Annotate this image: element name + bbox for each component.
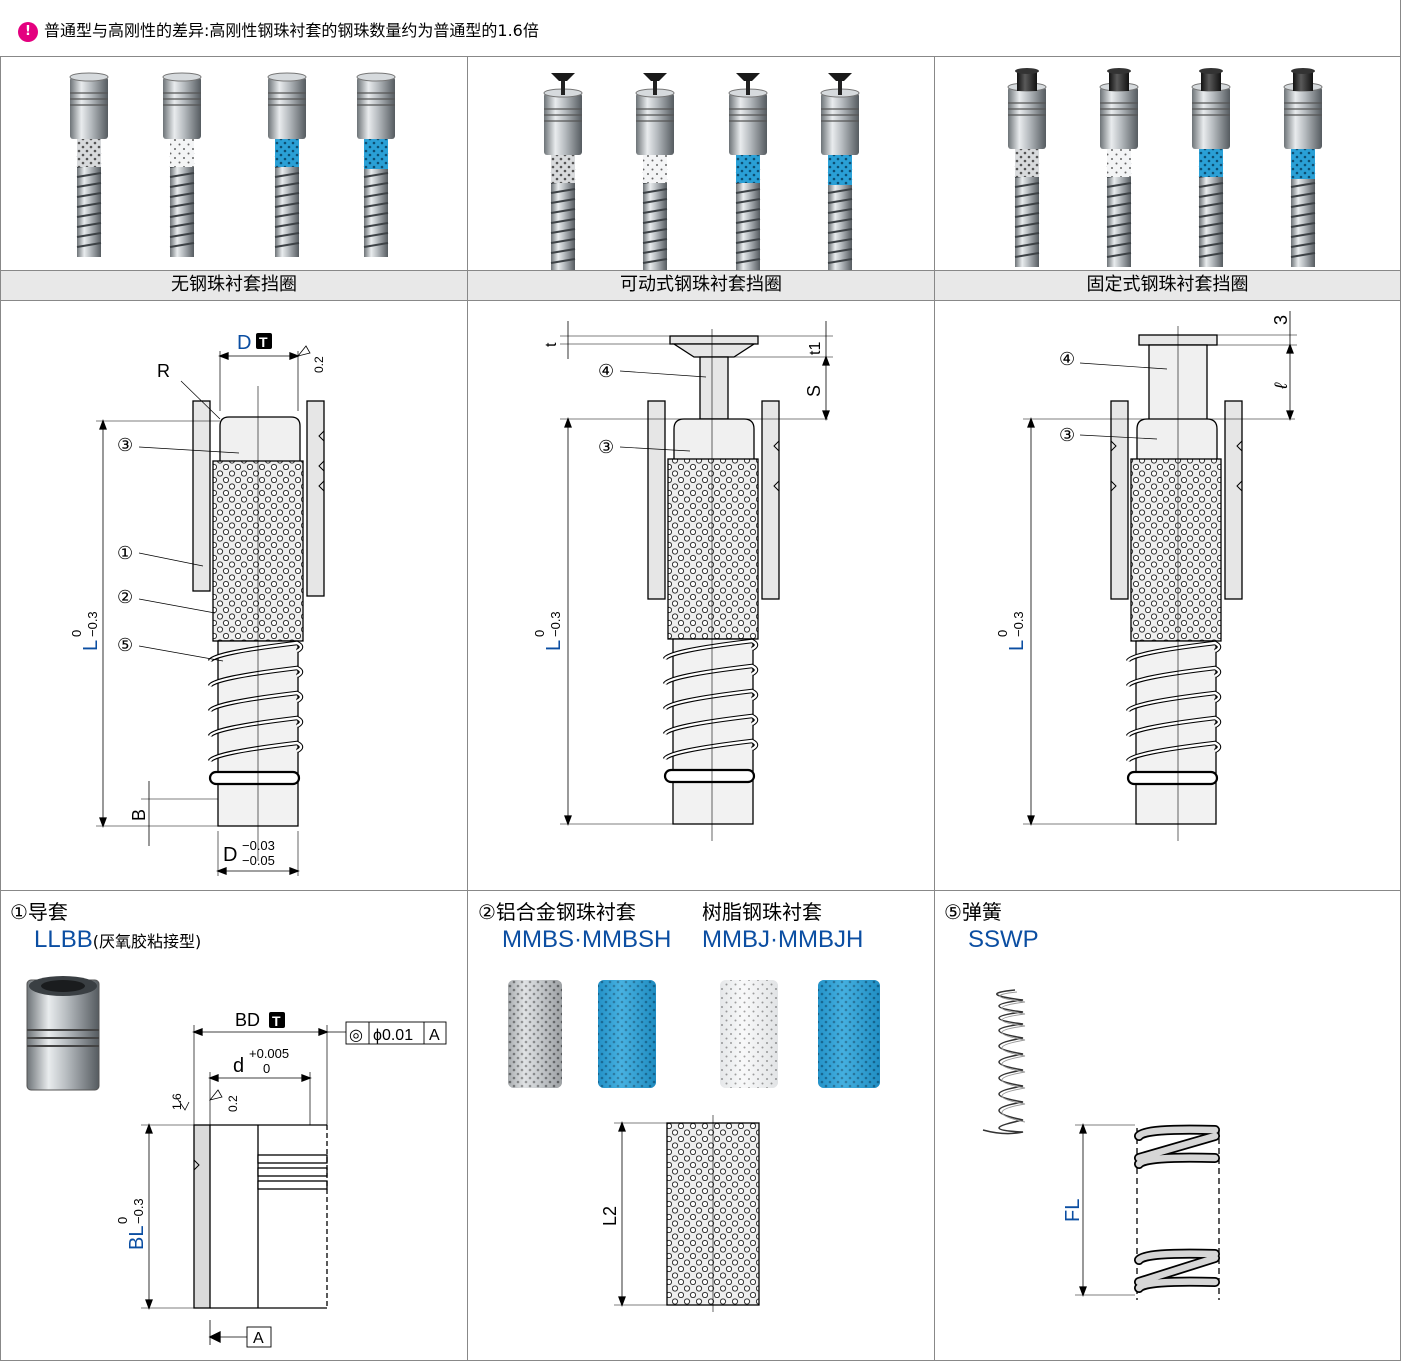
- dim-d-lower-tol: −0.05: [242, 853, 275, 868]
- roughness-value: 1.6: [170, 1093, 184, 1110]
- dim-ell: ℓ: [1271, 382, 1291, 390]
- dim-t: t: [543, 342, 560, 347]
- dim-l: L: [80, 640, 102, 651]
- callout-5: ⑤: [117, 635, 133, 655]
- dim-l: L: [543, 640, 565, 651]
- coaxiality-symbol: ◎: [349, 1027, 363, 1044]
- dim-d: D: [237, 332, 251, 354]
- dim-l-lower: −0.3: [85, 611, 100, 637]
- callout-3: ③: [1059, 425, 1075, 445]
- dim-fl: FL: [1062, 1199, 1084, 1222]
- drawing-movable-retainer: t t1 S ④ ③ L 0 −0.3: [532, 321, 833, 841]
- callout-3: ③: [117, 435, 133, 455]
- callout-4: ④: [598, 361, 614, 381]
- drawing-fixed-retainer: 3 ℓ ④ ③ L 0 −0.3: [995, 311, 1297, 841]
- datum-a: A: [429, 1027, 440, 1044]
- photo-aluminum-sleeve: [508, 980, 562, 1088]
- part-spring-label: ⑤弹簧: [944, 900, 1002, 924]
- dim-bl-upper: 0: [115, 1217, 130, 1224]
- dim-bl: BL: [126, 1226, 148, 1250]
- info-bulb-icon: !: [18, 22, 38, 42]
- part-guide-code-note: (厌氧胶粘接型): [92, 932, 202, 951]
- notice-bar: ! 普通型与高刚性的差异:高刚性钢珠衬套的钢珠数量约为普通型的1.6倍: [0, 0, 1401, 56]
- dim-s: S: [804, 385, 824, 397]
- dim-l-upper: 0: [532, 630, 547, 637]
- photo-spring: [982, 989, 1026, 1135]
- part-guide-code-text: LLBB: [34, 926, 93, 953]
- drawing-guide-bushing: BD T d +0.005 0 0.2 1.6 ◎ ϕ0.01 A A BL 0…: [26, 976, 447, 1348]
- dim-l-lower: −0.3: [548, 611, 563, 637]
- dim-l-upper: 0: [995, 630, 1010, 637]
- caption-movable-retainer: 可动式钢珠衬套挡圈: [620, 274, 782, 295]
- part-guide-label: ①导套: [10, 900, 68, 924]
- drawing-ball-sleeve: L2: [508, 980, 880, 1312]
- dim-b: B: [129, 809, 149, 821]
- dim-d: d: [233, 1055, 244, 1077]
- photo-resin-sleeve-white: [720, 980, 778, 1088]
- flatness-value: 0.2: [226, 1095, 240, 1112]
- drawing-no-retainer: D T 0.2 R ③ ① ② ⑤ L 0 −0.3 B D −0.03 −0.…: [69, 332, 326, 876]
- photo-fixed-retainer: [1007, 68, 1323, 268]
- photo-movable-retainer: [543, 73, 860, 270]
- drawing-spring: FL: [982, 989, 1220, 1300]
- dim-d-lower: 0: [263, 1061, 270, 1076]
- caption-no-retainer: 无钢珠衬套挡圈: [171, 274, 297, 295]
- photo-guide-bushing: [26, 976, 100, 1091]
- part-sleeve-code: MMBS·MMBSH: [502, 926, 672, 953]
- dim-l: L: [1006, 640, 1028, 651]
- part-sleeve-label: ②铝合金钢珠衬套: [478, 900, 636, 924]
- photo-resin-sleeve-blue: [818, 980, 880, 1088]
- dim-l2: L2: [600, 1206, 620, 1226]
- caption-fixed-retainer: 固定式钢珠衬套挡圈: [1086, 274, 1249, 295]
- dim-d-upper-tol: −0.03: [242, 838, 275, 853]
- label-r: R: [157, 361, 170, 381]
- dim-t1: t1: [807, 342, 824, 355]
- dim-l-upper: 0: [69, 630, 84, 637]
- photo-aluminum-sleeve-blue: [598, 980, 656, 1088]
- callout-2: ②: [117, 587, 133, 607]
- callout-1: ①: [117, 543, 133, 563]
- dim-3: 3: [1271, 315, 1291, 325]
- dim-bl-lower: −0.3: [131, 1198, 146, 1224]
- part-resin-sleeve-label: 树脂钢珠衬套: [702, 900, 822, 924]
- svg-text:T: T: [272, 1013, 281, 1029]
- coaxiality-value: ϕ0.01: [373, 1027, 413, 1044]
- dim-l-lower: −0.3: [1011, 611, 1026, 637]
- dim-d-upper: +0.005: [249, 1046, 289, 1061]
- callout-3: ③: [598, 437, 614, 457]
- callout-4: ④: [1059, 349, 1075, 369]
- part-guide-code: LLBB(厌氧胶粘接型): [34, 926, 201, 956]
- svg-text:T: T: [259, 334, 268, 350]
- dim-d-lower: D: [223, 844, 237, 866]
- datum-a-bottom: A: [253, 1330, 264, 1347]
- flatness-value: 0.2: [312, 356, 326, 373]
- notice-text: 普通型与高刚性的差异:高刚性钢珠衬套的钢珠数量约为普通型的1.6倍: [44, 21, 539, 40]
- dim-bd: BD: [235, 1010, 260, 1030]
- part-spring-code: SSWP: [968, 926, 1039, 953]
- part-resin-sleeve-code: MMBJ·MMBJH: [702, 926, 864, 953]
- photo-no-retainer: [69, 72, 396, 258]
